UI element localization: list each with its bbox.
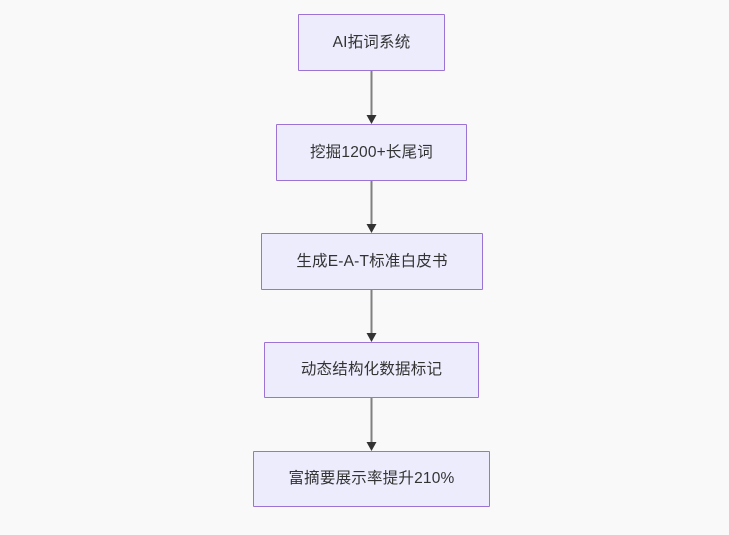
edge-node-1-to-node-2 [366, 71, 377, 125]
flowchart-node-2[interactable]: 挖掘1200+长尾词 [276, 124, 467, 181]
edge-node-4-to-node-5 [366, 398, 377, 452]
flowchart-node-1-label: AI拓词系统 [332, 33, 411, 51]
flowchart-node-5-label: 富摘要展示率提升210% [288, 470, 455, 488]
edge-node-2-to-node-3 [366, 181, 377, 234]
flowchart-node-5[interactable]: 富摘要展示率提升210% [253, 451, 490, 507]
flowchart-node-2-label: 挖掘1200+长尾词 [309, 143, 434, 161]
flowchart-node-3[interactable]: 生成E-A-T标准白皮书 [261, 233, 483, 290]
flowchart-node-4-label: 动态结构化数据标记 [300, 361, 443, 379]
flowchart-node-1[interactable]: AI拓词系统 [298, 14, 445, 71]
flowchart-node-3-label: 生成E-A-T标准白皮书 [296, 252, 448, 270]
edge-node-3-to-node-4 [366, 290, 377, 343]
flowchart-node-4[interactable]: 动态结构化数据标记 [264, 342, 479, 398]
